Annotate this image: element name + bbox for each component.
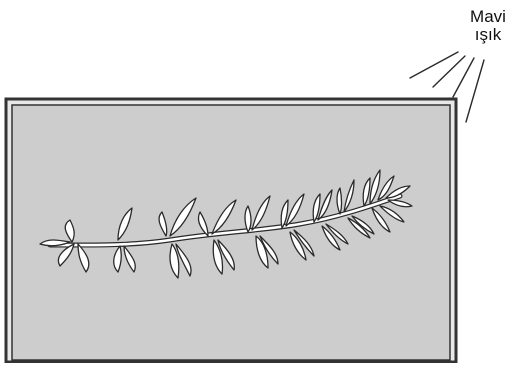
light-label-line-1: Mavi: [466, 9, 510, 25]
light-label-line-2: ışık: [466, 27, 510, 43]
light-ray: [410, 52, 458, 78]
